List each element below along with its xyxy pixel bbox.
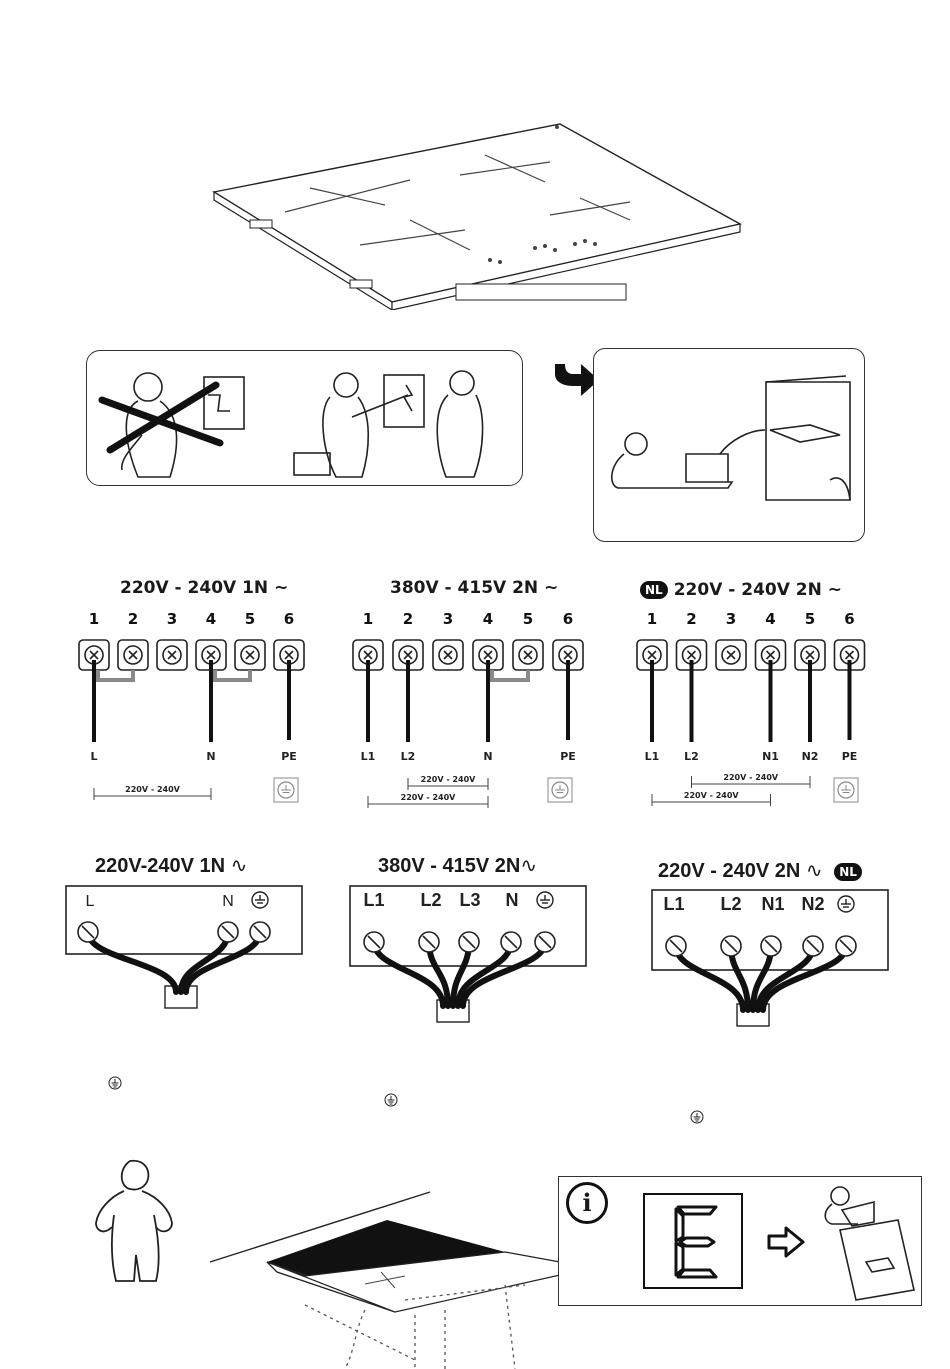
terminal-number: 5	[245, 610, 255, 628]
earth-icon	[838, 896, 854, 912]
ac-symbol: ∿	[806, 860, 823, 882]
nl-badge: NL	[834, 863, 862, 881]
earth-icon	[384, 1093, 398, 1107]
voltage-label: 220V - 240V	[723, 773, 778, 782]
diagram-title: 220V - 240V 1N ~	[120, 578, 288, 598]
wire-label: L2	[401, 750, 416, 763]
info-icon: i	[566, 1182, 608, 1224]
terminal-number: 1	[89, 610, 99, 628]
ac-symbol: ∿	[231, 855, 248, 877]
terminal-label: L	[86, 893, 95, 910]
earth-icon	[274, 778, 298, 802]
terminal-label: N	[222, 893, 234, 910]
terminal-number: 3	[167, 610, 177, 628]
earth-icon	[537, 892, 553, 908]
wire-label: L1	[645, 750, 660, 763]
cable-box-cable-2n-380: L1 L2 L3 N	[350, 886, 586, 1022]
error-code-text: E	[0, 0, 1, 1]
cable-title: 220V-240V 1N ∿	[95, 853, 247, 878]
nl-badge: NL	[640, 581, 668, 599]
diagram-title-text: 220V - 240V 2N ~	[674, 580, 842, 600]
voltage-label: 220V - 240V	[125, 785, 180, 794]
terminal-bridge	[492, 670, 528, 680]
ac-symbol: ∿	[520, 855, 537, 877]
terminal-number: 2	[403, 610, 413, 628]
terminal-number: 4	[765, 610, 775, 628]
earth-icon	[548, 778, 572, 802]
terminal-number: 6	[284, 610, 294, 628]
terminal-bridge	[98, 670, 133, 680]
voltage-label: 220V - 240V	[421, 775, 476, 784]
electrician-illustration	[90, 355, 520, 483]
terminal-number: 6	[844, 610, 854, 628]
diagram-title: 380V - 415V 2N ~	[390, 578, 558, 598]
earth-icon	[690, 1110, 704, 1124]
wire-label: N1	[762, 750, 779, 763]
terminal-label: N1	[761, 894, 784, 914]
cable-title: 380V - 415V 2N∿	[378, 853, 537, 878]
cable-box-cable-2n-nl: L1 L2 N1 N2	[652, 890, 888, 1026]
wire-label: PE	[560, 750, 576, 763]
terminal-label: L2	[720, 894, 741, 914]
earth-icon	[252, 892, 268, 908]
wire-label: N	[206, 750, 215, 763]
terminal-block-terminal-2n-380: 1 2 3 4 5 6L1 L2 N PE 220V - 240V 220V - 240V	[353, 610, 583, 808]
online-manual-illustration	[600, 370, 860, 535]
wire-label: PE	[842, 750, 858, 763]
wire-label: N	[483, 750, 492, 763]
terminal-bridge	[215, 670, 250, 680]
earth-icon	[834, 778, 858, 802]
terminal-number: 2	[686, 610, 696, 628]
terminal-block-terminal-1n: 1 2 3 4 5 6L N PE 220V - 240V	[79, 610, 304, 802]
terminal-number: 3	[443, 610, 453, 628]
terminal-label: N	[506, 890, 519, 910]
terminal-number: 4	[483, 610, 493, 628]
earth-icon	[108, 1076, 122, 1090]
terminal-label: N2	[801, 894, 824, 914]
terminal-label: L1	[663, 894, 684, 914]
diagram-title-nl: NL 220V - 240V 2N ~	[640, 580, 842, 600]
voltage-label: 220V - 240V	[684, 791, 739, 800]
terminal-block-terminal-2n-nl: 1 2 3 4 5 6L1 L2 N1 N2 PE 220V - 240V 220V - 240V	[637, 610, 865, 806]
arrow-right-outline-icon	[766, 1225, 806, 1259]
installed-hob-illustration	[205, 1190, 560, 1369]
hob-illustration	[210, 120, 750, 310]
voltage-label: 220V - 240V	[401, 793, 456, 802]
terminal-diagrams: 1 2 3 4 5 6L N PE 220V - 240V 1 2 3 4 5 6L1 L2 N PE 220V -…	[0, 600, 950, 820]
wire-label: PE	[281, 750, 297, 763]
wire-label: L1	[361, 750, 376, 763]
terminal-number: 6	[563, 610, 573, 628]
terminal-label: L2	[420, 890, 441, 910]
terminal-number: 4	[206, 610, 216, 628]
terminal-number: 1	[363, 610, 373, 628]
terminal-number: 5	[805, 610, 815, 628]
terminal-number: 2	[128, 610, 138, 628]
error-code-E	[672, 1203, 722, 1281]
wire-label: L2	[684, 750, 699, 763]
read-manual-illustration	[818, 1182, 918, 1302]
wire-label: N2	[802, 750, 819, 763]
terminal-number: 1	[647, 610, 657, 628]
terminal-number: 5	[523, 610, 533, 628]
wire-label: L	[90, 750, 97, 763]
terminal-number: 3	[726, 610, 736, 628]
person-illustration	[90, 1155, 180, 1285]
terminal-label: L3	[459, 890, 480, 910]
terminal-label: L1	[363, 890, 384, 910]
